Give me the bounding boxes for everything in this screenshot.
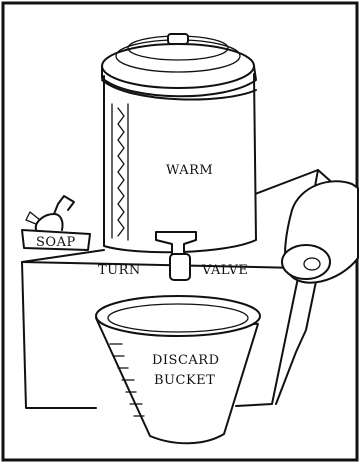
discard-bucket [96,296,260,443]
soap-label: SOAP [36,235,76,250]
warm-label: WARM [166,163,213,178]
turn-label: TURN [98,263,141,278]
bucket-label: BUCKET [154,373,215,388]
paper-towel-roll [282,181,358,282]
spigot-valve [156,232,196,280]
valve-label: VALVE [201,263,248,278]
discard-label: DISCARD [152,353,220,368]
water-cooler [102,34,256,252]
